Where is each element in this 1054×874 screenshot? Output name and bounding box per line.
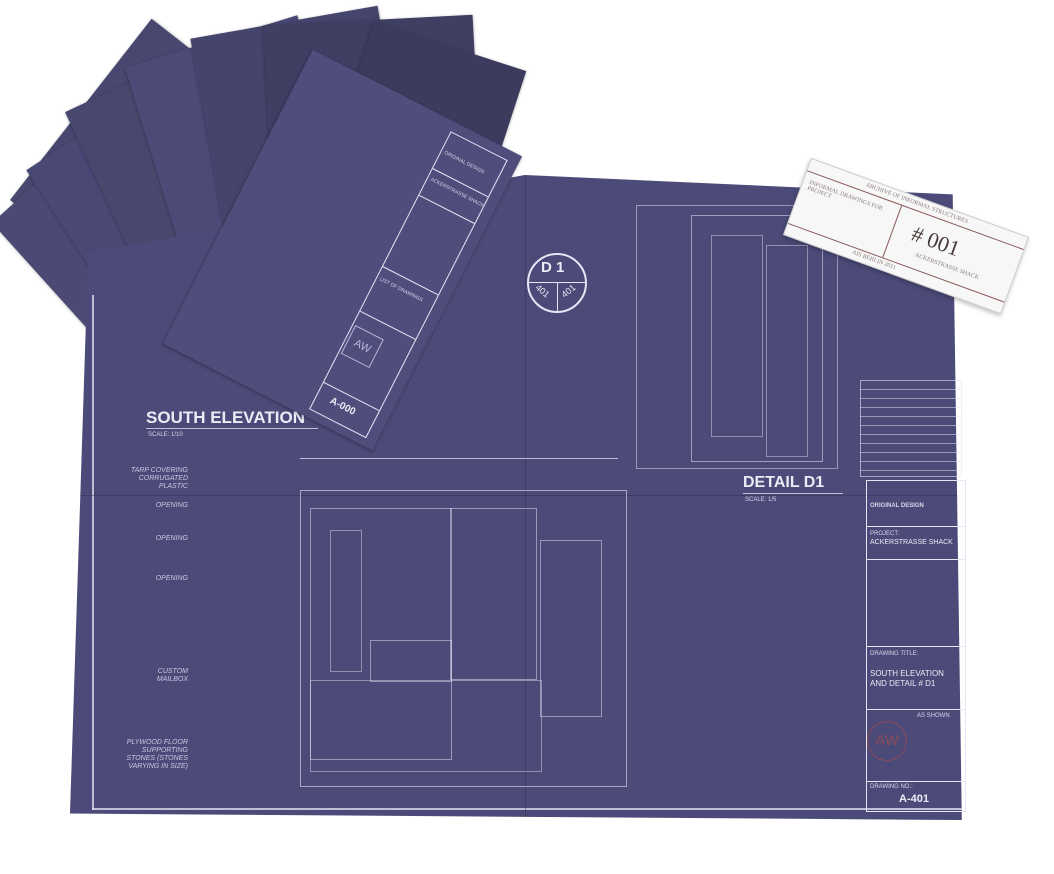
annotation-label: PLYWOOD FLOOR SUPPORTING STONES (STONES … [126, 739, 188, 770]
title-block-design: ORIGINAL DESIGN [870, 503, 924, 509]
section-marker-id: D 1 [541, 259, 565, 276]
revision-table [860, 380, 962, 477]
aw-logo: AW [340, 325, 384, 369]
annotation-label: CUSTOM MAILBOX [156, 668, 188, 683]
detail-scale: SCALE: 1/5 [745, 497, 777, 503]
annotation-label: OPENING [155, 575, 188, 582]
dimension-line [300, 458, 618, 459]
detail-drawing [636, 205, 838, 470]
annotation-label: TARP COVERING CORRUGATED PLASTIC [130, 467, 188, 490]
aw-logo: AW [867, 721, 907, 761]
elevation-drawing [300, 490, 630, 790]
sheet-border [92, 295, 94, 810]
cover-design: ORIGINAL DESIGN [442, 149, 486, 176]
south-elevation-title: SOUTH ELEVATION [146, 408, 305, 427]
sheet-border [92, 808, 962, 810]
annotation-label: OPENING [155, 535, 188, 542]
title-block-project-label: PROJECT: [870, 531, 900, 537]
title-block-drawing-title-label: DRAWING TITLE: [870, 651, 919, 657]
section-marker-sheet-left: 401 [533, 282, 552, 300]
title-block: ORIGINAL DESIGN PROJECT: ACKERSTRASSE SH… [866, 480, 966, 812]
title-block-drawing-title-1: SOUTH ELEVATION [870, 669, 944, 678]
title-block-scale: AS SHOWN [917, 713, 950, 719]
cover-drawing-title: LIST OF DRAWINGS [378, 276, 424, 304]
title-underline [743, 493, 843, 494]
cover-drawing-no: A-000 [327, 395, 358, 418]
label-header: ARCHIVE OF INFORMAL STRUCTURES [864, 182, 969, 226]
title-block-project: ACKERSTRASSE SHACK [870, 539, 953, 546]
section-marker: D 1 401 401 [527, 253, 587, 313]
sheet-fold [70, 495, 962, 496]
detail-title: DETAIL D1 [743, 474, 825, 491]
annotation-label: OPENING [155, 502, 188, 509]
title-underline [146, 428, 318, 429]
south-elevation-scale: SCALE: 1/10 [148, 432, 183, 438]
title-block-drawing-no: A-401 [899, 793, 929, 805]
sheet-fold [525, 175, 526, 820]
section-marker-sheet-right: 401 [559, 282, 578, 300]
title-block-drawing-title-2: AND DETAIL # D1 [870, 679, 936, 688]
title-block-drawing-no-label: DRAWING NO.: [870, 784, 913, 790]
